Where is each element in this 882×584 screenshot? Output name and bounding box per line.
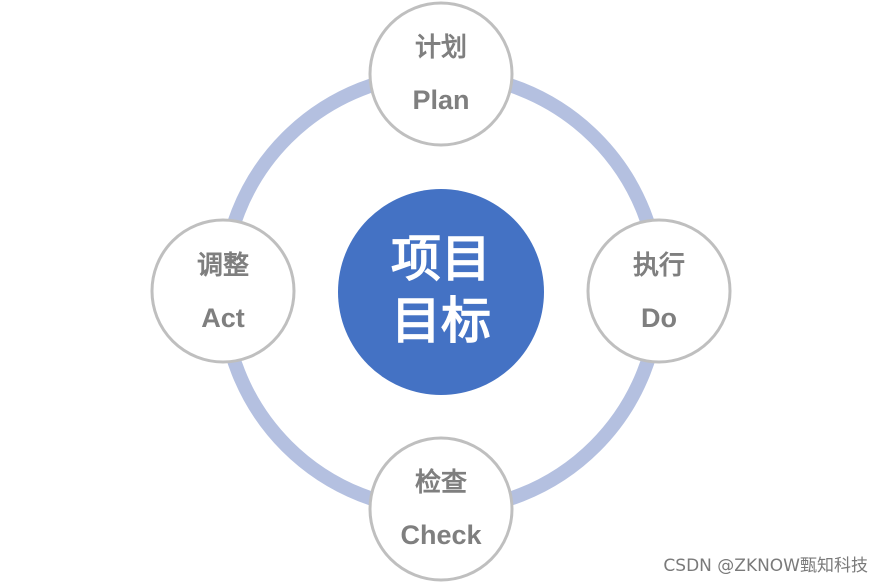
node-plan-en-label: Plan [412, 85, 469, 115]
node-plan: 计划 Plan [368, 1, 514, 147]
center-label-line1: 项目 [391, 230, 491, 288]
node-act-circle [150, 218, 296, 364]
node-plan-cn-label: 计划 [415, 33, 467, 63]
node-do-cn-label: 执行 [633, 250, 685, 281]
node-act-cn-label: 调整 [197, 250, 249, 281]
center-goal: 项目 目标 [338, 189, 544, 395]
center-label-line2: 目标 [391, 292, 491, 350]
node-act: 调整 Act [150, 218, 296, 364]
center-circle [338, 189, 544, 395]
node-check-cn-label: 检查 [415, 467, 467, 498]
watermark-text: CSDN @ZKNOW甄知科技 [663, 556, 868, 576]
node-do-circle [586, 218, 732, 364]
node-plan-circle [368, 1, 514, 147]
node-do-en-label: Do [641, 303, 677, 333]
node-check-circle [368, 436, 514, 582]
node-do: 执行 Do [586, 218, 732, 364]
node-check: 检查 Check [368, 436, 514, 582]
node-check-en-label: Check [400, 520, 482, 550]
node-act-en-label: Act [201, 303, 245, 333]
